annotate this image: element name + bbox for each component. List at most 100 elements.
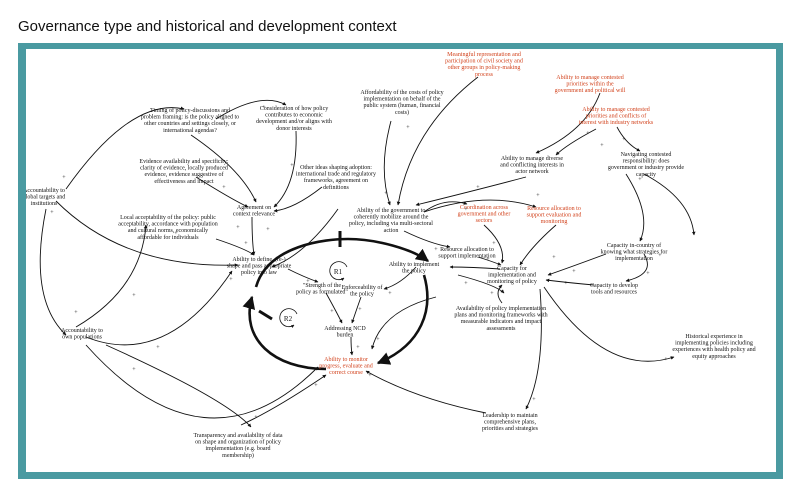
causal-link [240, 374, 327, 426]
causal-link [195, 176, 249, 208]
polarity-sign: + [244, 241, 248, 247]
causal-link [273, 186, 323, 213]
node-affordability-line: implementation on behalf of the [364, 96, 441, 103]
node-consideration-line: development and/or aligns with [256, 119, 332, 125]
node-resource-eval-line: monitoring [541, 219, 568, 225]
node-accountability-global-line: Accountability to [26, 188, 65, 194]
polarity-sign: + [50, 210, 54, 216]
node-mobilize-line: Ability of the government to [357, 207, 426, 214]
polarity-sign: + [658, 253, 662, 259]
node-enforceability-line: Enforceability of [342, 284, 383, 291]
polarity-sign: + [222, 185, 226, 191]
node-navigating-line: responsibility: does [623, 159, 670, 165]
causal-link [483, 224, 505, 264]
node-affordability-line: public system (human, financial [364, 102, 441, 109]
node-navigating-line: capacity [636, 172, 656, 178]
core-loop-link [376, 274, 429, 365]
node-accountability-global-line: global targets and [26, 195, 65, 201]
causal-link [625, 253, 648, 283]
causal-link [519, 224, 557, 266]
causal-link [423, 201, 468, 213]
node-manage-industry-line: Ability to manage contested [582, 107, 649, 113]
node-other-ideas-line: international trade and regulatory [296, 172, 376, 178]
node-develop-tools-line: tools and resources [591, 290, 638, 296]
node-mobilize-line: coherently mobilize around the [354, 215, 429, 221]
node-timing-line: Timing of policy-discussions and [150, 107, 230, 114]
node-resource-impl-line: support implementation [438, 254, 495, 260]
causal-link [39, 208, 67, 336]
node-manage-industry-line: interest with industry networks [579, 120, 654, 126]
node-meaningful-line: process [475, 72, 494, 78]
node-accountability-own-line: own populations [62, 335, 102, 341]
node-affordability-line: Affordability of the costs of policy [360, 89, 443, 96]
polarity-sign: + [62, 175, 66, 181]
node-manage-priorities-line: government and political will [555, 88, 626, 94]
node-implement-line: the policy [402, 269, 426, 275]
polarity-sign: + [486, 257, 490, 263]
node-leadership-line: priorities and strategies [482, 426, 539, 432]
node-timing-line: other countries and settings closely, or [144, 121, 236, 127]
causal-link [251, 216, 256, 256]
node-addressing-line: Addressing NCD [324, 326, 366, 332]
polarity-sign: + [492, 241, 496, 247]
polarity-sign: + [330, 309, 334, 315]
node-other-ideas-line: Other ideas shaping adoption: [300, 165, 372, 171]
loop-arc-r1 [329, 261, 348, 281]
causal-link [383, 120, 392, 206]
polarity-sign: + [476, 185, 480, 191]
polarity-sign: + [132, 293, 136, 299]
node-navigating-line: government or industry provide [608, 165, 684, 171]
node-resource-impl-line: Resource allocation to [440, 247, 494, 253]
polarity-sign: + [600, 143, 604, 149]
node-accountability-own-line: Accountability to [61, 328, 103, 334]
causal-link [65, 106, 185, 190]
polarity-sign: + [266, 227, 270, 233]
node-timing-line: international agendas? [163, 128, 217, 134]
polarity-sign: + [406, 125, 410, 131]
node-coordination-line: sectors [476, 218, 493, 224]
polarity-sign: + [638, 177, 642, 183]
loop-label-r2: R2 [284, 315, 293, 323]
node-local-line: Local acceptability of the policy: publi… [120, 214, 216, 221]
node-other-ideas: Other ideas shaping adoption:internation… [296, 165, 376, 191]
node-strength-line: policy as formulated" [296, 289, 348, 296]
node-evidence-line: evidence, evidence suggestive of [145, 171, 224, 178]
causal-link [370, 296, 437, 350]
node-capacity-impl-line: implementation and [488, 273, 536, 279]
node-manage-diverse-line: Ability to manage diverse [501, 156, 563, 162]
node-define: Ability to define, (re-)shape and pass a… [227, 256, 292, 276]
causal-link [396, 76, 479, 206]
causal-link [349, 336, 354, 356]
node-capacity-country-line: Capacity in-country of [607, 242, 661, 249]
node-meaningful-line: Meaningful representation and [447, 51, 521, 58]
node-meaningful-line: other groups in policy-making [448, 65, 521, 71]
polarity-sign: + [356, 345, 360, 351]
node-mobilize-line: action [384, 228, 399, 234]
node-availability-plans-line: assessments [487, 326, 517, 332]
node-mobilize-line: policy, including via multi-sectoral [349, 221, 433, 227]
polarity-sign: + [622, 137, 626, 143]
causal-link [555, 128, 597, 156]
node-consideration-line: Consideration of how policy [260, 105, 329, 112]
node-availability-plans-line: plans and monitoring frameworks with [454, 312, 547, 319]
polarity-sign: + [388, 291, 392, 297]
delay-mark [258, 309, 273, 321]
polarity-sign: + [358, 307, 362, 313]
node-manage-priorities-line: Ability to manage contested [556, 75, 623, 81]
polarity-sign: + [132, 367, 136, 373]
node-define-line: policy into law [241, 270, 278, 276]
node-coordination-line: government and other [458, 212, 511, 218]
causal-link [423, 199, 537, 213]
